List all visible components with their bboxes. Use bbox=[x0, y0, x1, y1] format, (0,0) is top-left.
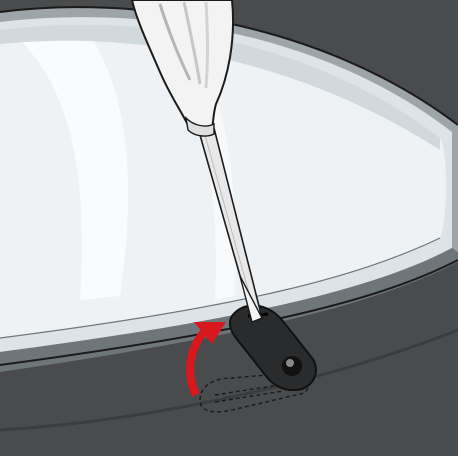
screwdriver-latch-illustration bbox=[0, 0, 458, 456]
illustration-stage bbox=[0, 0, 458, 456]
